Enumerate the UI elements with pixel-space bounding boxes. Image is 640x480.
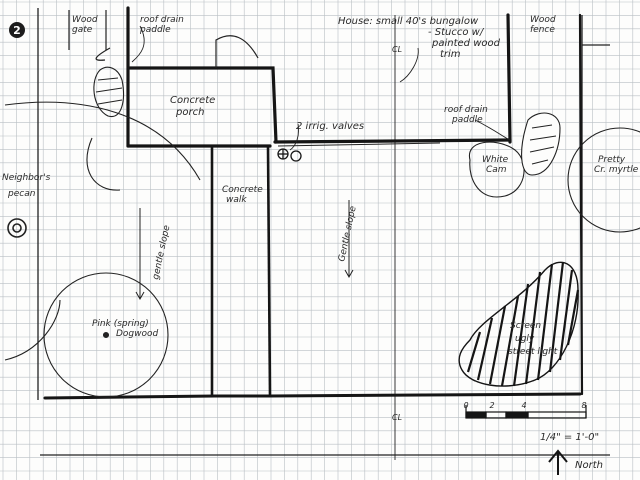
house-label-line: - Stucco w/ (428, 27, 485, 38)
dogwood-label-line: Dogwood (116, 329, 159, 339)
leader-lines (131, 25, 511, 151)
north-label-line: North (575, 460, 603, 471)
centerline-top-label-line: CL (392, 45, 402, 54)
scale-tick-label: 4 (521, 401, 526, 410)
roof-drain-left-paddle (93, 66, 125, 117)
screen-label-line: ugly (515, 334, 535, 344)
crepe-myrtle-label-line: Pretty (598, 155, 626, 165)
dogwood-label-line: Pink (spring) (92, 319, 149, 329)
sheet-number-badge: 2 (9, 22, 25, 38)
wood-fence-label-line: fence (530, 25, 555, 35)
screen-label-line: Screen (510, 321, 541, 331)
screen-label: Screen ugly street light (508, 321, 558, 357)
scale-text-label: 1/4" = 1'-0" (540, 432, 599, 443)
concrete-walk-label-line: walk (226, 195, 247, 205)
white-cam-shrub (469, 141, 525, 198)
roof-drain-right-label-line: paddle (451, 115, 483, 125)
dogwood-canopy (43, 272, 169, 398)
gentle-slope-center-label-line: Gentle slope (337, 205, 359, 263)
house-label: House: small 40's bungalow- Stucco w/pai… (338, 16, 501, 60)
roof-drain-right-paddle (521, 112, 561, 176)
roof-drain-left-label-line: roof drain (140, 15, 184, 25)
neighbors-pecan-label-line: Neighbor's (2, 173, 51, 183)
door-swings (68, 10, 259, 68)
north-arrow-icon (548, 449, 568, 475)
north-label: North (575, 460, 603, 471)
valve-icon (277, 148, 302, 162)
crepe-myrtle-canopy (567, 127, 640, 233)
screen-planting (458, 261, 580, 387)
irrigation-line (277, 142, 441, 147)
concrete-porch-label-line: porch (175, 107, 204, 118)
irrigation-valves-label-line: 2 irrig. valves (296, 121, 364, 132)
centerline-top-label: CL (392, 45, 402, 54)
wood-gate-label-line: Wood (72, 15, 98, 25)
concrete-walk-label-line: Concrete (222, 185, 263, 195)
slope-arrows (135, 200, 354, 301)
scale-tick-label: 8 (581, 401, 586, 410)
irrigation-valves-label: 2 irrig. valves (296, 121, 364, 132)
house-label-line: trim (440, 49, 461, 60)
wood-gate-label-line: gate (72, 25, 93, 35)
wood-fence-label-line: Wood (530, 15, 556, 25)
house-label-line: House: small 40's bungalow (338, 16, 479, 27)
crepe-myrtle-label-line: Cr. myrtle (594, 165, 639, 175)
fence-lines (43, 13, 584, 400)
gentle-slope-center-label: Gentle slope (337, 205, 359, 263)
white-cam-label-line: Cam (486, 165, 507, 175)
scale-tick-label: 0 (463, 401, 468, 410)
centerline-bottom-label: CL (392, 413, 402, 422)
dogwood-label: Pink (spring)Dogwood (92, 319, 159, 339)
house-label-line: painted wood (431, 38, 501, 49)
concrete-walk-edges (210, 145, 272, 397)
concrete-porch-label-line: Concrete (170, 95, 215, 106)
white-cam-label-line: White (482, 155, 509, 165)
gentle-slope-left-label: gentle slope (151, 224, 172, 281)
gentle-slope-left-label-line: gentle slope (151, 224, 172, 281)
neighbors-pecan-label: Neighbor's pecan (2, 173, 51, 199)
roof-drain-right-label-line: roof drain (444, 105, 488, 115)
neighbors-pecan-canopy (4, 101, 201, 361)
roof-drain-left-label-line: paddle (139, 25, 171, 35)
sheet-number: 2 (13, 24, 21, 37)
house-walls (126, 6, 512, 148)
scale-tick-label: 2 (489, 401, 494, 410)
screen-label-line: street light (508, 347, 558, 357)
centerline-bottom-label-line: CL (392, 413, 402, 422)
neighbors-pecan-label-line: pecan (7, 189, 36, 199)
scale-text-label-line: 1/4" = 1'-0" (540, 432, 599, 443)
scale-bar (465, 405, 587, 419)
